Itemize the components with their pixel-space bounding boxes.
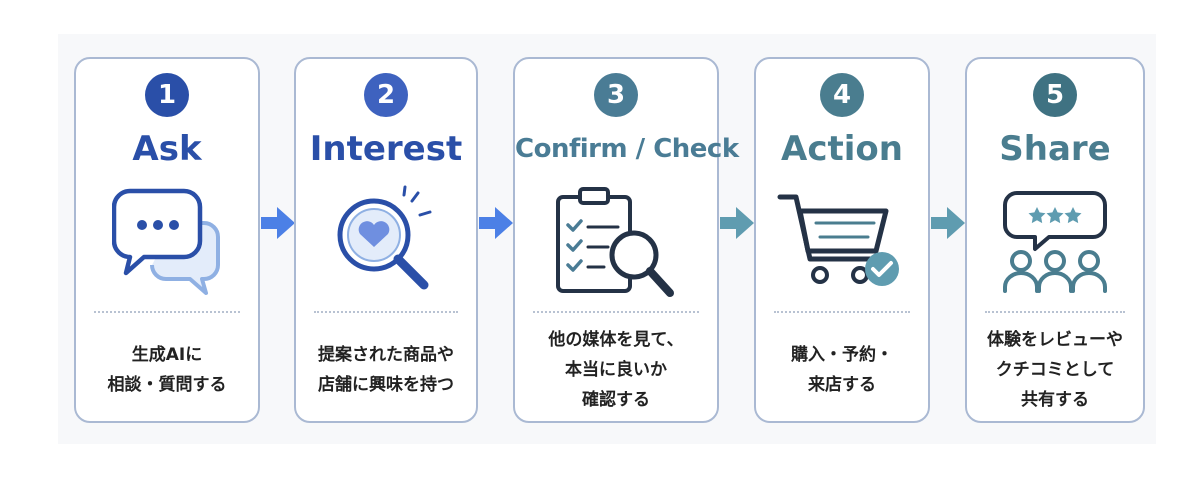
step-title: Confirm / Check xyxy=(515,134,739,164)
step-title: Share xyxy=(999,129,1111,169)
magnifier-heart-icon xyxy=(328,185,440,301)
step-number-badge: 4 xyxy=(820,73,864,117)
step-number-badge: 5 xyxy=(1033,73,1077,117)
arrow-right-icon xyxy=(720,207,754,243)
arrow-right-icon xyxy=(261,207,295,243)
step-description: 購入・予約・ 来店する xyxy=(791,345,893,395)
step-number-badge: 2 xyxy=(364,73,408,117)
step-title: Action xyxy=(781,129,903,169)
separator xyxy=(94,311,240,313)
arrow-right-icon xyxy=(479,207,513,243)
step-description: 体験をレビューや クチコミとして 共有する xyxy=(987,330,1123,410)
step-card-action: 4 Action 購入・予約・ 来店する xyxy=(754,57,930,423)
review-share-icon xyxy=(1001,185,1109,301)
step-card-confirm-check: 3 Confirm / Check 他の媒体を見て、 本当に良いか 確認する xyxy=(513,57,739,423)
step-description: 提案された商品や 店舗に興味を持つ xyxy=(318,345,454,395)
step-card-interest: 2 Interest 提案された商品や 店舗に興味を持つ xyxy=(294,57,478,423)
step-card-share: 5 Share 体験をレビューや クチコミとして 共有する xyxy=(965,57,1145,423)
step-description: 他の媒体を見て、 本当に良いか 確認する xyxy=(548,330,684,410)
separator xyxy=(533,311,699,313)
step-number-badge: 3 xyxy=(594,73,638,117)
arrow-right-icon xyxy=(931,207,965,243)
separator xyxy=(985,311,1125,313)
step-title: Interest xyxy=(309,129,463,169)
step-description: 生成AIに 相談・質問する xyxy=(107,345,227,395)
clipboard-check-icon xyxy=(550,185,680,307)
shopping-cart-icon xyxy=(776,185,906,299)
step-title: Ask xyxy=(132,129,202,169)
separator xyxy=(314,311,458,313)
separator xyxy=(774,311,910,313)
step-number-badge: 1 xyxy=(145,73,189,117)
chat-bubbles-icon xyxy=(111,185,224,299)
step-card-ask: 1 Ask 生成AIに 相談・質問する xyxy=(74,57,260,423)
